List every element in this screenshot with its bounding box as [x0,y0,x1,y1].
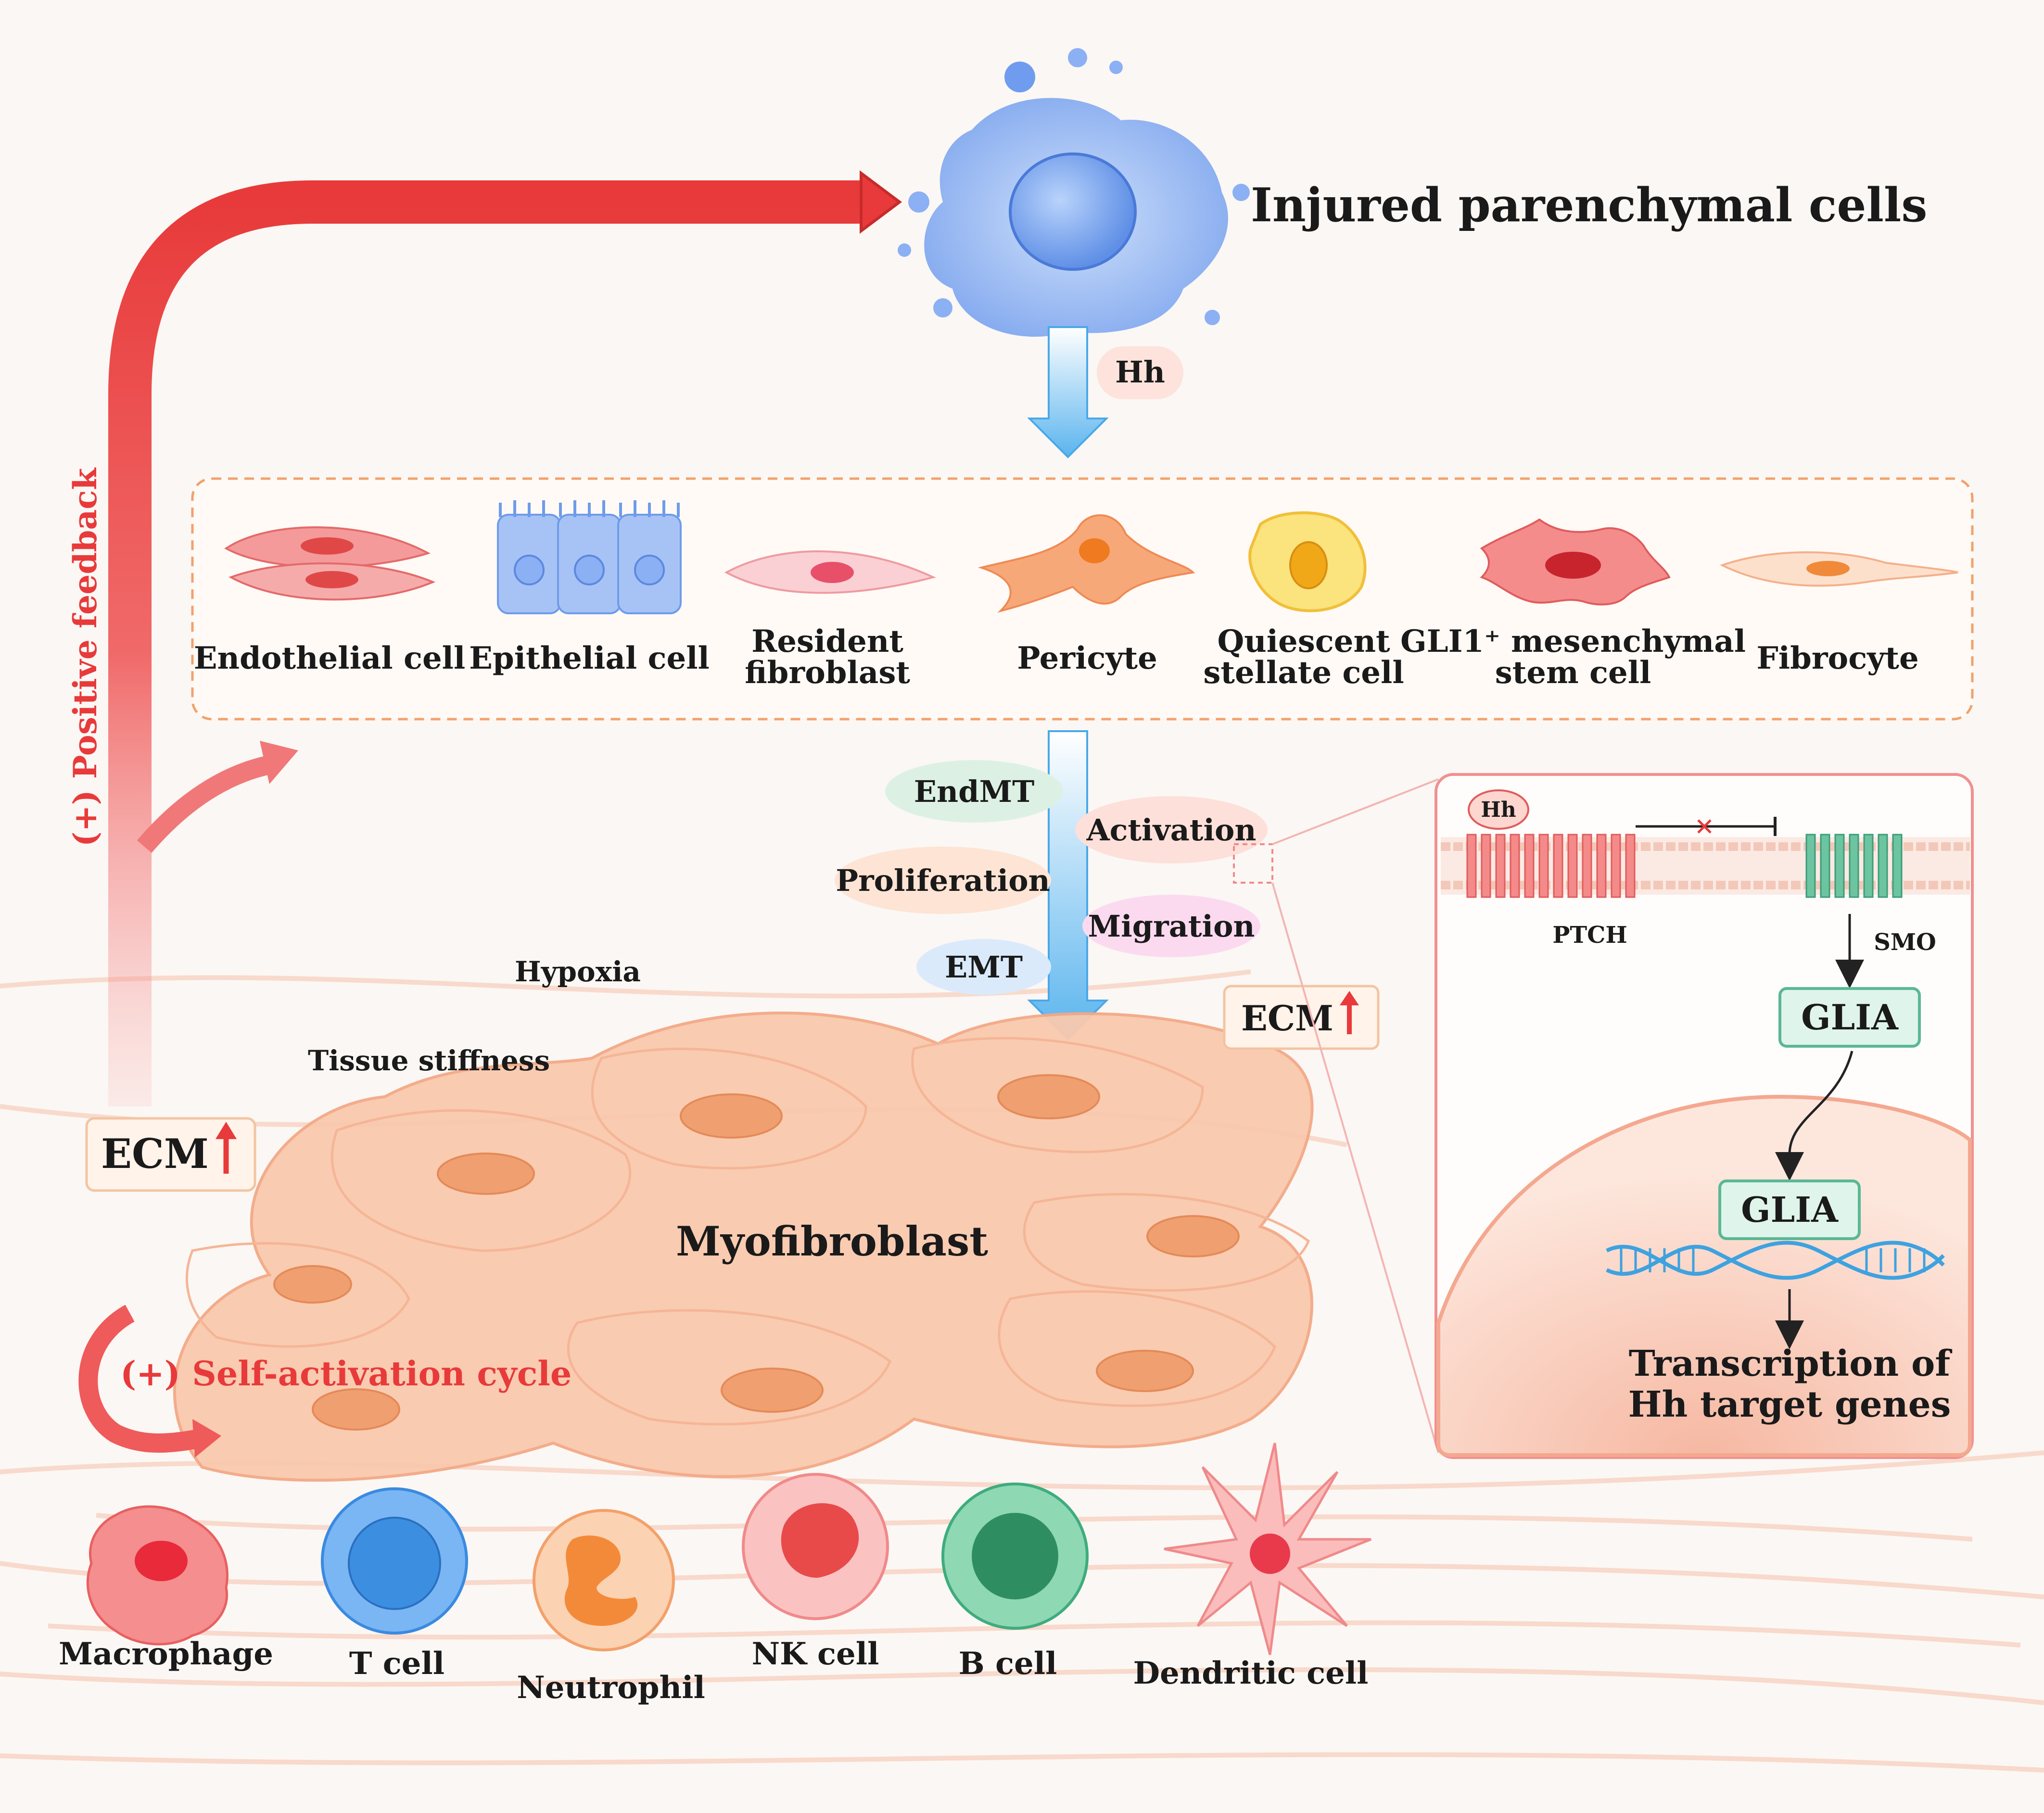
label-fibrocyte: Fibrocyte [1756,640,1918,676]
ecm-badge-right [1223,985,1380,1050]
quiescent-stellate-cell-icon [1248,511,1367,612]
label-resident-1: Resident [751,623,903,659]
label-macrophage: Macrophage [59,1636,273,1672]
ptch-label: PTCH [1552,922,1627,949]
positive-feedback-arrow [108,170,902,1106]
label-gli1-2: stem cell [1495,655,1651,691]
label-resident-2: fibroblast [745,655,910,691]
myofibroblast-cells [186,1037,1310,1426]
myofibroblast-network [173,1011,1314,1482]
ecm-left-label: ECM [101,1130,209,1178]
glia-cytoplasm-label: GLIA [1801,997,1899,1038]
self-activation-arrow [78,1305,221,1458]
positive-feedback-label: (+) Positive feedback [66,468,104,847]
macrophage-icon [86,1505,229,1646]
smo-label: SMO [1874,929,1936,956]
blue-arrow-top [1027,326,1109,458]
label-stellate-1: Quiescent [1217,623,1390,659]
endothelial-cell-icon [224,526,436,601]
zoom-connector [1233,778,1439,1453]
ecm-badge-left [85,1117,256,1192]
hypoxia-label: Hypoxia [515,955,641,988]
hh-signal-pill [1097,346,1183,399]
tissue-stiffness-label: Tissue stiffness [308,1044,550,1077]
label-t-cell: T cell [349,1646,444,1682]
label-nk-cell: NK cell [752,1636,879,1672]
t-cell-icon [321,1487,468,1635]
b-cell-icon [941,1483,1089,1630]
label-b-cell: B cell [959,1646,1057,1682]
transcription-label-2: Hh target genes [1628,1384,1951,1425]
label-epithelial: Epithelial cell [469,640,710,676]
ecm-right-up-arrow [1340,991,1359,1034]
fibrocyte-icon [1719,551,1958,587]
source-cells-box [191,477,1974,721]
migration-label: Migration [1088,909,1255,944]
injured-parenchymal-cell [898,48,1250,337]
immune-cell-labels: Macrophage T cell Neutrophil NK cell B c… [59,1636,1368,1706]
activation-label: Activation [1086,812,1257,848]
nk-cell-icon [742,1473,889,1620]
label-endothelial: Endothelial cell [194,640,466,676]
pericyte-icon [978,514,1195,613]
myofibroblast-nuclei [273,1074,1240,1431]
neutrophil-icon [533,1509,675,1651]
hh-pathway-inset [1435,773,1974,1459]
inset-hh-label: Hh [1481,798,1516,822]
ecm-left-up-arrow [216,1122,237,1174]
label-pericyte: Pericyte [1017,640,1157,676]
self-activation-label: (+) Self-activation cycle [120,1354,571,1394]
epithelial-cell-icon [497,500,682,614]
source-cell-labels: Endothelial cell Epithelial cell Residen… [194,623,1919,691]
label-dendritic-cell: Dendritic cell [1133,1655,1369,1691]
glia-nucleus-label: GLIA [1741,1189,1839,1230]
ecm-right-label: ECM [1241,998,1333,1039]
resident-fibroblast-icon [724,550,936,594]
endmt-label: EndMT [914,774,1034,809]
myofibroblast-label: Myofibroblast [676,1217,988,1265]
transcription-label-1: Transcription of [1629,1343,1953,1384]
label-gli1-1: GLI1⁺ mesenchymal [1400,623,1746,659]
proliferation-label: Proliferation [836,863,1050,898]
label-neutrophil: Neutrophil [517,1670,705,1706]
hh-signal-label: Hh [1115,355,1165,390]
gli1-msc-icon [1480,518,1671,606]
injured-parenchymal-title: Injured parenchymal cells [1251,178,1927,232]
dna-helix [1606,1241,1945,1280]
label-stellate-2: stellate cell [1203,655,1404,691]
emt-label: EMT [945,950,1023,985]
process-pills [835,760,1268,995]
dendritic-cell-icon [1164,1443,1371,1655]
